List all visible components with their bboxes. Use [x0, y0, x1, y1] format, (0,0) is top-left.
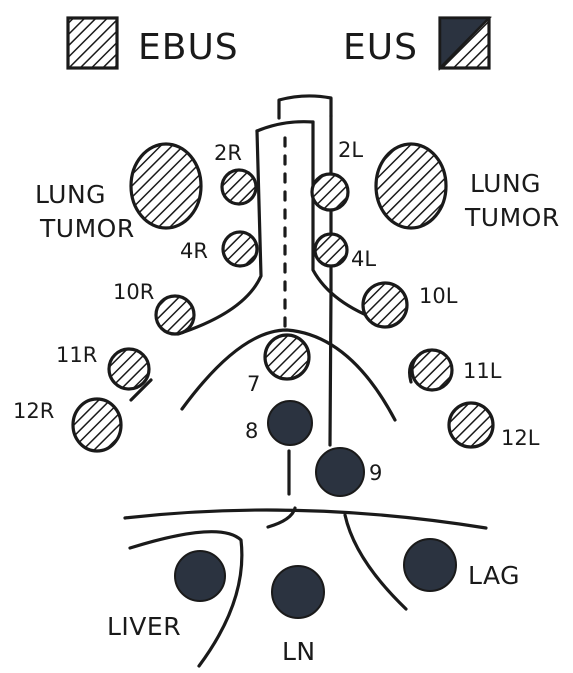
label-liver: LIVER: [107, 612, 181, 641]
right-tumor-label-line1: LUNG: [470, 169, 541, 198]
node-4r: [223, 232, 257, 266]
node-8: [268, 401, 312, 445]
left-tumor-label-line1: LUNG: [35, 180, 106, 209]
label-12l: 12L: [501, 426, 540, 450]
node-4l: [315, 234, 347, 266]
trachea-top-rim: [257, 122, 313, 131]
node-10l: [363, 283, 407, 327]
esophagus-lower-line: [330, 290, 331, 445]
ebus-legend-swatch: [68, 18, 117, 68]
esophagus-outline: [279, 96, 331, 118]
node-2r: [222, 170, 256, 204]
right-lung-tumor: [376, 144, 446, 228]
label-4r: 4R: [180, 239, 208, 263]
node-12l: [449, 403, 493, 447]
airway: [178, 96, 387, 334]
left-tumor-label-line2: TUMOR: [39, 214, 135, 243]
label-10r: 10R: [113, 280, 154, 304]
label-9: 9: [369, 461, 382, 485]
label-11l: 11L: [463, 359, 502, 383]
left-lung-tumor: [131, 144, 201, 228]
label-8: 8: [245, 419, 258, 443]
eus-legend-label: EUS: [343, 27, 418, 68]
lag-node: [404, 539, 456, 591]
node-10r: [156, 296, 194, 334]
stomach-right-line: [345, 515, 406, 609]
legend: EBUS EUS: [68, 18, 489, 68]
label-11r: 11R: [56, 343, 97, 367]
label-10l: 10L: [419, 284, 458, 308]
liver-edge-line: [130, 532, 242, 666]
label-2r: 2R: [214, 141, 242, 165]
ebus-legend-label: EBUS: [138, 27, 239, 68]
label-4l: 4L: [351, 247, 376, 271]
node-2l: [312, 174, 348, 210]
node-11l: [412, 350, 452, 390]
node-7: [265, 335, 309, 379]
right-tumor-label-line2: TUMOR: [464, 203, 560, 232]
label-2l: 2L: [338, 138, 363, 162]
node-9: [316, 448, 364, 496]
label-lag: LAG: [468, 561, 520, 590]
ln-node: [272, 566, 324, 618]
liver-node: [175, 551, 225, 601]
node-11r: [109, 349, 149, 389]
label-ln: LN: [282, 637, 316, 666]
label-12r: 12R: [13, 399, 54, 423]
label-7: 7: [247, 372, 260, 396]
diaphragm-line: [125, 510, 486, 528]
node-12r: [73, 399, 121, 451]
eus-legend-swatch: [440, 18, 489, 68]
